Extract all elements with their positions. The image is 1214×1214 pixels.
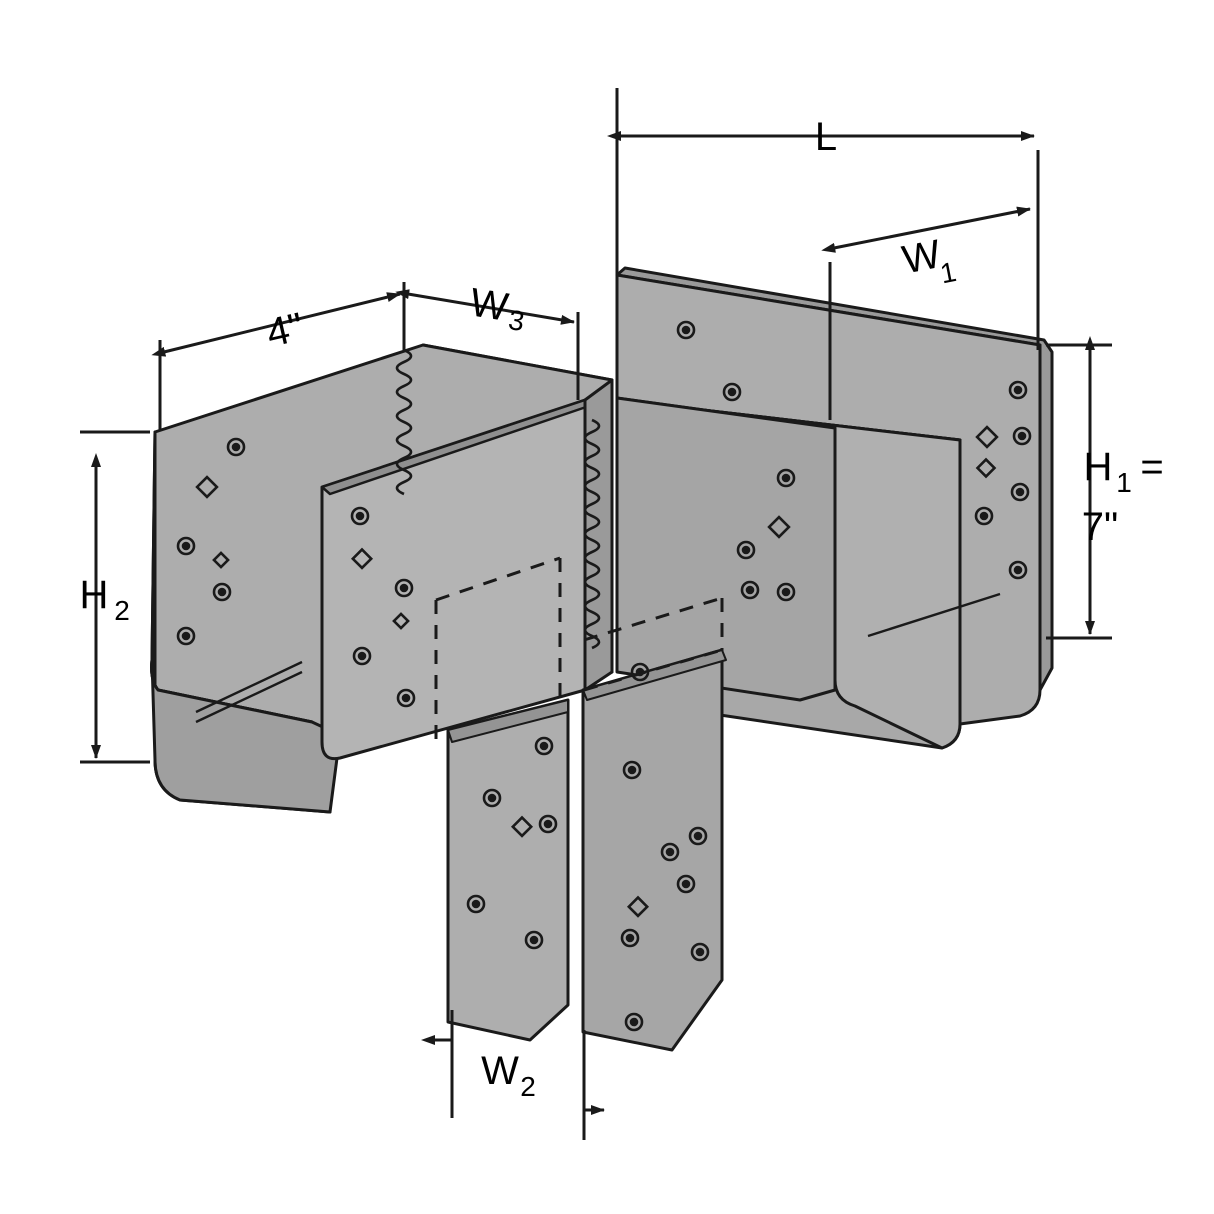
label-L: L xyxy=(815,115,837,159)
hidden-edges xyxy=(434,556,724,740)
label-W3-subscript: 3 xyxy=(506,304,526,337)
dimension-H1 xyxy=(1046,336,1112,640)
dimension-L xyxy=(607,88,1040,350)
left-center-web xyxy=(320,398,594,761)
label-H1-equals: = xyxy=(1140,445,1163,489)
fastener-group-right-flange xyxy=(676,320,1032,580)
label-H1-value: 7" xyxy=(1082,505,1118,549)
dimension-W3 xyxy=(395,289,580,400)
weld-seams xyxy=(395,348,601,650)
bottom-right-leg xyxy=(581,648,727,1052)
label-H1: H xyxy=(1084,445,1113,489)
dimension-W2 xyxy=(421,1010,605,1140)
label-H1-subscript: 1 xyxy=(1116,467,1132,498)
fastener-group-left-outer xyxy=(176,437,246,646)
label-H2: H xyxy=(80,573,109,617)
dimension-annotations xyxy=(80,88,1112,1140)
fastener-group-left-web xyxy=(350,506,416,708)
connector-body xyxy=(150,266,1054,1052)
label-4in: 4" xyxy=(262,305,307,356)
dimension-labels: L W 1 4" W 3 H 1 = 7" H 2 W 2 xyxy=(80,115,1164,1102)
fastener-group-left-leg xyxy=(466,736,558,950)
label-H2-subscript: 2 xyxy=(114,595,130,626)
dimension-H2 xyxy=(80,430,150,764)
label-W1: W xyxy=(899,232,945,282)
dimension-W1 xyxy=(821,206,1031,420)
score-lines xyxy=(195,592,1001,724)
fastener-group-right-leg xyxy=(620,760,710,1032)
label-W2: W xyxy=(481,1049,519,1093)
bottom-left-leg xyxy=(446,698,570,1042)
label-W3: W xyxy=(467,280,511,329)
fastener-group-right-web xyxy=(630,468,796,682)
label-W2-subscript: 2 xyxy=(520,1071,536,1102)
label-W1-subscript: 1 xyxy=(938,256,959,289)
